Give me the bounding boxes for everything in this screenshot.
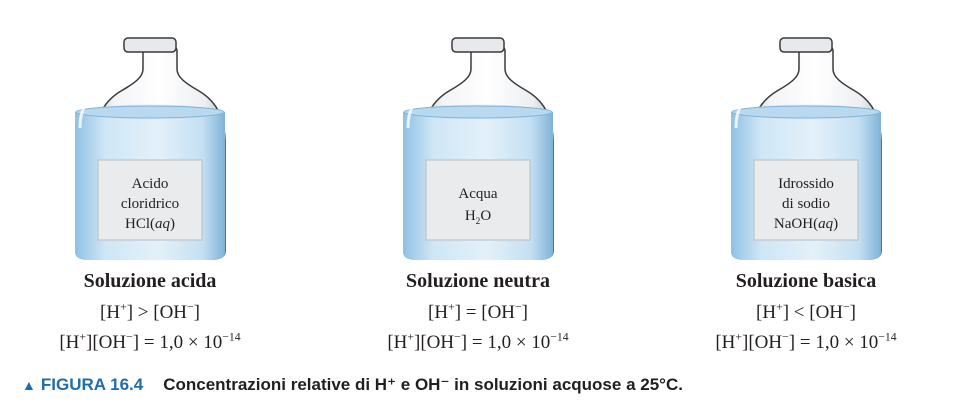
ion-relation: [H+] = [OH−]: [428, 300, 528, 323]
product-value: 1,0 × 10: [159, 332, 223, 353]
bottle-label-line: H2O: [464, 208, 492, 227]
ion-product: [H+][OH−] = 1,0 × 10−14: [59, 330, 241, 353]
product-exponent: −14: [878, 330, 897, 344]
bottle-label-line: Acido: [131, 176, 169, 192]
solution-title: Soluzione neutra: [406, 270, 550, 292]
ion-relation: [H+] < [OH−]: [756, 300, 856, 323]
ion-product: [H+][OH−] = 1,0 × 10−14: [387, 330, 569, 353]
solution-title: Soluzione acida: [83, 270, 217, 292]
solution-title: Soluzione basica: [735, 270, 877, 292]
ion-relation: [H+] > [OH−]: [100, 300, 200, 323]
relation-symbol: <: [793, 302, 805, 323]
bottle-basic-icon: [731, 37, 882, 260]
panel-neutral: Acqua H2O Soluzione neutra [H+] = [OH−] …: [328, 0, 628, 372]
bottle-label-line: HCl(aq): [125, 216, 175, 232]
caption-text: Concentrazioni relative di H⁺ e OH⁻ in s…: [163, 375, 683, 394]
panel-acid: Acido cloridrico HCl(aq) Soluzione acida…: [0, 0, 300, 372]
product-exponent: −14: [222, 330, 241, 344]
bottle-neutral-icon: [403, 37, 554, 260]
figure-number: FIGURA 16.4: [40, 375, 144, 394]
bottle-label-line: NaOH(aq): [773, 216, 839, 232]
product-value: 1,0 × 10: [487, 332, 551, 353]
product-value: 1,0 × 10: [815, 332, 879, 353]
bottle-acid-icon: [75, 37, 226, 260]
panel-basic: Idrossido di sodio NaOH(aq) Soluzione ba…: [656, 0, 956, 372]
triangle-up-icon: ▲: [22, 377, 36, 393]
product-exponent: −14: [550, 330, 569, 344]
figure-caption: ▲FIGURA 16.4 Concentrazioni relative di H…: [22, 375, 683, 401]
bottle-label-line: cloridrico: [120, 196, 180, 212]
ion-product: [H+][OH−] = 1,0 × 10−14: [715, 330, 897, 353]
bottle-label-line: Acqua: [458, 186, 498, 202]
bottle-label-line: Idrossido: [778, 176, 834, 192]
relation-symbol: =: [465, 302, 477, 323]
relation-symbol: >: [137, 302, 149, 323]
bottle-label-line: di sodio: [782, 196, 830, 212]
